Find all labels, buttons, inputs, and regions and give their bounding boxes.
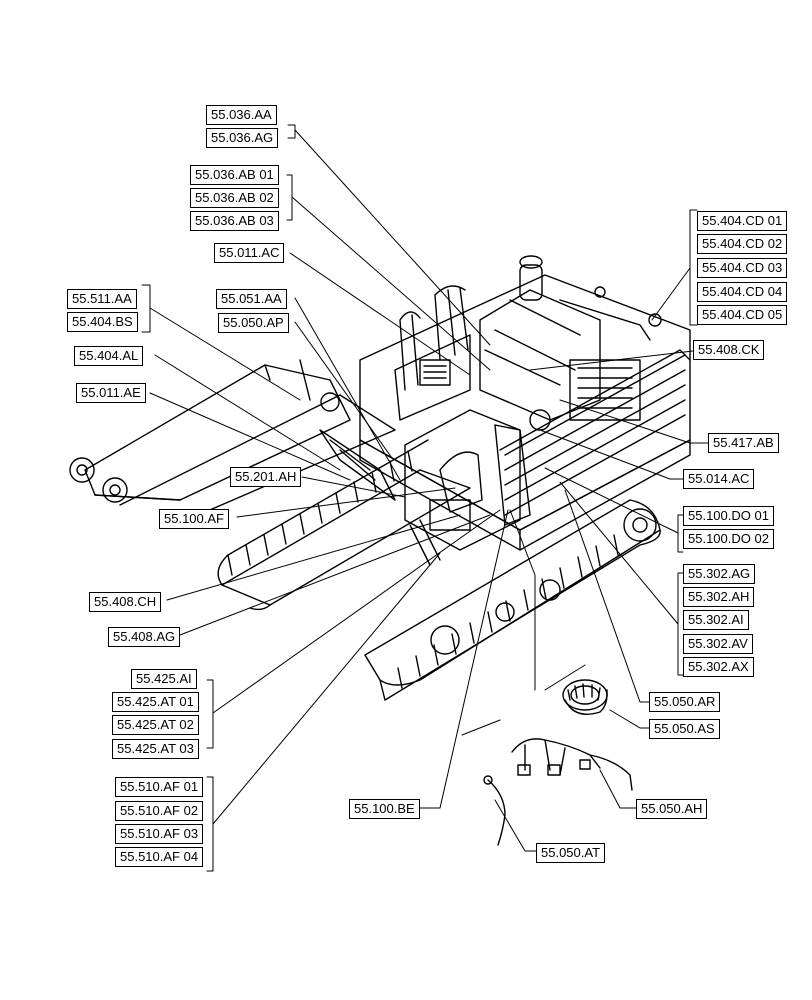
- callout-c-014-ac[interactable]: 55.014.AC: [683, 469, 755, 489]
- callout-c-510-af02[interactable]: 55.510.AF 02: [115, 801, 204, 821]
- left-track: [217, 439, 471, 611]
- right-track: [364, 499, 661, 701]
- callout-c-417-ab[interactable]: 55.417.AB: [708, 433, 779, 453]
- callout-c-050-ar[interactable]: 55.050.AR: [649, 692, 721, 712]
- callout-c-404-cd03[interactable]: 55.404.CD 03: [697, 258, 788, 278]
- callout-c-404-cd05[interactable]: 55.404.CD 05: [697, 305, 788, 325]
- callout-c-011-ae[interactable]: 55.011.AE: [76, 383, 146, 403]
- callout-c-302-ai[interactable]: 55.302.AI: [683, 610, 749, 630]
- callout-c-201-ah[interactable]: 55.201.AH: [230, 467, 302, 487]
- callout-c-408-ag[interactable]: 55.408.AG: [108, 627, 181, 647]
- callout-c-510-af01[interactable]: 55.510.AF 01: [115, 777, 204, 797]
- callout-c-302-av[interactable]: 55.302.AV: [683, 634, 753, 654]
- callout-c-036-ab01[interactable]: 55.036.AB 01: [190, 165, 279, 185]
- radiator-box: [394, 285, 471, 421]
- callout-c-425-ai[interactable]: 55.425.AI: [131, 669, 197, 689]
- operator-cab: [404, 409, 531, 566]
- callout-c-408-ck[interactable]: 55.408.CK: [693, 340, 765, 360]
- callout-c-036-aa[interactable]: 55.036.AA: [206, 105, 277, 125]
- callout-c-100-do02[interactable]: 55.100.DO 02: [683, 529, 774, 549]
- callout-c-100-do01[interactable]: 55.100.DO 01: [683, 506, 774, 526]
- callout-c-404-cd01[interactable]: 55.404.CD 01: [697, 211, 788, 231]
- callout-c-100-af[interactable]: 55.100.AF: [159, 509, 229, 529]
- callout-c-302-ag[interactable]: 55.302.AG: [683, 564, 756, 584]
- leader-lines: [141, 124, 709, 872]
- callout-c-100-be[interactable]: 55.100.BE: [349, 799, 420, 819]
- callout-c-036-ab02[interactable]: 55.036.AB 02: [190, 188, 279, 208]
- callout-c-011-ac[interactable]: 55.011.AC: [214, 243, 285, 263]
- callout-c-408-ch[interactable]: 55.408.CH: [89, 592, 162, 612]
- callout-c-036-ab03[interactable]: 55.036.AB 03: [190, 211, 279, 231]
- callout-c-425-at01[interactable]: 55.425.AT 01: [112, 692, 199, 712]
- callout-c-050-ap[interactable]: 55.050.AP: [218, 313, 289, 333]
- callout-c-425-at03[interactable]: 55.425.AT 03: [112, 739, 199, 759]
- callout-c-302-ax[interactable]: 55.302.AX: [683, 657, 754, 677]
- callout-c-404-bs[interactable]: 55.404.BS: [67, 312, 138, 332]
- callout-c-036-ag[interactable]: 55.036.AG: [206, 128, 279, 148]
- wire-harness: [511, 738, 633, 791]
- callout-c-302-ah[interactable]: 55.302.AH: [683, 587, 755, 607]
- callout-c-050-ah[interactable]: 55.050.AH: [636, 799, 708, 819]
- callout-c-510-af04[interactable]: 55.510.AF 04: [115, 847, 204, 867]
- callout-c-404-cd04[interactable]: 55.404.CD 04: [697, 282, 788, 302]
- callout-c-510-af03[interactable]: 55.510.AF 03: [115, 824, 204, 844]
- single-wire: [483, 775, 506, 846]
- callout-c-404-cd02[interactable]: 55.404.CD 02: [697, 234, 788, 254]
- callout-c-050-as[interactable]: 55.050.AS: [649, 719, 720, 739]
- engine-assembly: [479, 255, 662, 431]
- callout-c-051-aa[interactable]: 55.051.AA: [216, 289, 287, 309]
- callout-c-050-at[interactable]: 55.050.AT: [536, 843, 606, 863]
- callout-c-404-al[interactable]: 55.404.AL: [74, 346, 144, 366]
- blower-motor: [562, 679, 608, 715]
- callout-c-511-aa[interactable]: 55.511.AA: [67, 289, 137, 309]
- callout-c-425-at02[interactable]: 55.425.AT 02: [112, 715, 199, 735]
